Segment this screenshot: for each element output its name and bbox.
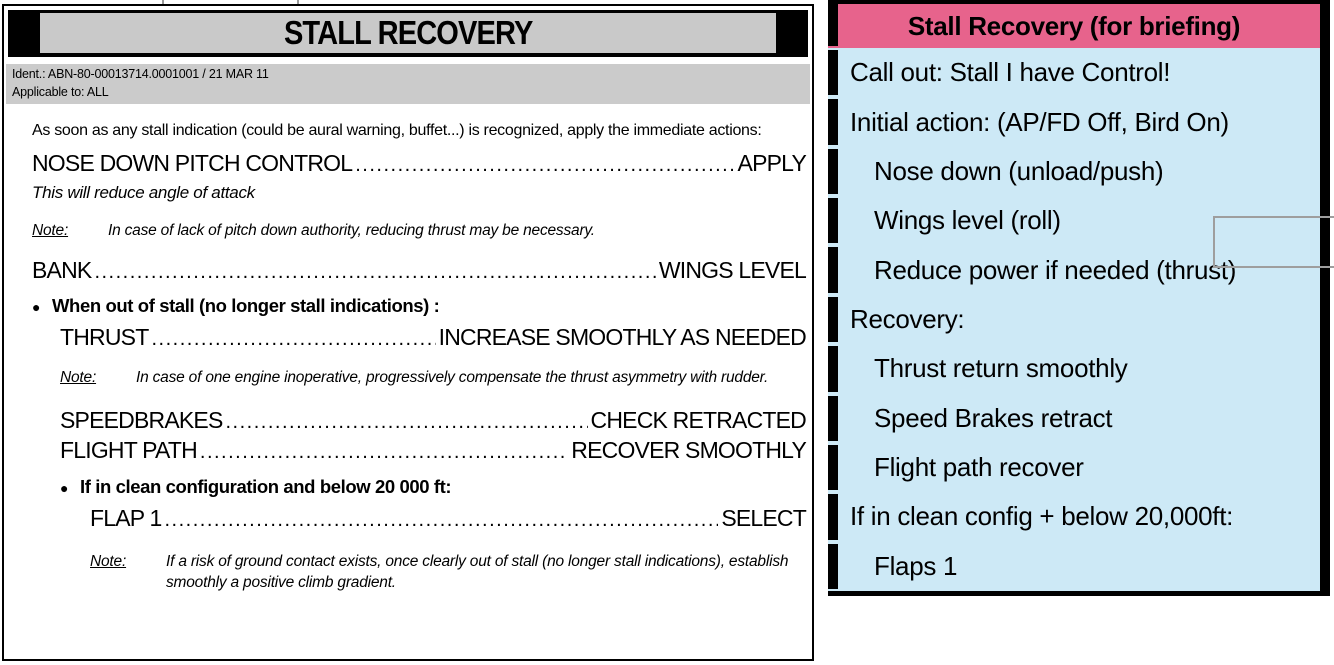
briefing-card: Stall Recovery (for briefing) Call out: … xyxy=(828,0,1330,596)
action-nose-down: NOSE DOWN PITCH CONTROL APPLY xyxy=(32,150,807,178)
ident-band: Ident.: ABN-80-00013714.0001001 / 21 MAR… xyxy=(6,64,810,104)
briefing-card-title: Stall Recovery (for briefing) xyxy=(828,4,1320,48)
qrh-procedure-page: STALL RECOVERY Ident.: ABN-80-00013714.0… xyxy=(2,4,814,661)
ruler-tick xyxy=(162,0,164,5)
procedure-title: STALL RECOVERY xyxy=(283,14,533,51)
annotation-rectangle[interactable] xyxy=(1213,216,1334,268)
procedure-title-band: STALL RECOVERY xyxy=(8,10,808,57)
action-label: BANK xyxy=(32,257,92,284)
bullet-clean-configuration: ● If in clean configuration and below 20… xyxy=(60,476,806,498)
comment-line: This will reduce angle of attack xyxy=(32,182,255,202)
note-pitch-authority: Note: In case of lack of pitch down auth… xyxy=(32,220,806,241)
procedure-body: As soon as any stall indication (could b… xyxy=(4,104,812,593)
dot-leader xyxy=(226,407,588,435)
action-value: APPLY xyxy=(737,150,807,177)
bullet-text: When out of stall (no longer stall indic… xyxy=(52,294,440,316)
briefing-row-recovery: Recovery: xyxy=(828,295,1320,344)
briefing-row-clean-config: If in clean config + below 20,000ft: xyxy=(828,492,1320,541)
note-text: In case of lack of pitch down authority,… xyxy=(108,221,595,239)
bullet-icon: ● xyxy=(32,298,41,315)
action-label: FLAP 1 xyxy=(90,504,162,531)
note-label: Note: xyxy=(32,221,69,239)
action-value: RECOVER SMOOTHLY xyxy=(571,437,807,464)
note-text: In case of one engine inoperative, progr… xyxy=(136,369,769,387)
briefing-row-flaps-1: Flaps 1 xyxy=(828,542,1320,591)
action-value: INCREASE SMOOTHLY AS NEEDED xyxy=(438,323,807,350)
briefing-row-flight-path: Flight path recover xyxy=(828,443,1320,492)
action-speedbrakes: SPEEDBRAKES CHECK RETRACTED xyxy=(60,406,807,435)
applicable-line: Applicable to: ALL xyxy=(12,84,109,99)
bullet-when-out-of-stall: ● When out of stall (no longer stall ind… xyxy=(32,295,806,317)
action-value: WINGS LEVEL xyxy=(658,257,807,284)
briefing-row-call-out: Call out: Stall I have Control! xyxy=(828,48,1320,97)
dot-leader xyxy=(151,324,435,352)
procedure-title-box: STALL RECOVERY xyxy=(40,13,776,53)
action-thrust: THRUST INCREASE SMOOTHLY AS NEEDED xyxy=(60,323,807,352)
briefing-row-initial-action: Initial action: (AP/FD Off, Bird On) xyxy=(828,97,1320,146)
briefing-row-wings-level: Wings level (roll) xyxy=(828,196,1320,245)
action-label: SPEEDBRAKES xyxy=(60,406,223,433)
action-flap-1: FLAP 1 SELECT xyxy=(90,504,807,533)
briefing-row-nose-down: Nose down (unload/push) xyxy=(828,147,1320,196)
action-label: THRUST xyxy=(60,323,149,350)
ruler-tick xyxy=(297,0,299,5)
briefing-row-thrust-return: Thrust return smoothly xyxy=(828,344,1320,393)
action-flight-path: FLIGHT PATH RECOVER SMOOTHLY xyxy=(60,437,807,465)
note-ground-contact: Note: If a risk of ground contact exists… xyxy=(90,551,806,594)
briefing-row-reduce-power: Reduce power if needed (thrust) xyxy=(828,245,1320,294)
action-value: CHECK RETRACTED xyxy=(590,406,807,433)
note-label: Note: xyxy=(60,369,97,387)
note-engine-inoperative: Note: In case of one engine inoperative,… xyxy=(60,367,806,388)
bullet-icon: ● xyxy=(60,479,69,496)
dot-leader xyxy=(94,257,655,285)
action-bank: BANK WINGS LEVEL xyxy=(32,257,807,285)
bullet-text: If in clean configuration and below 20 0… xyxy=(80,475,452,497)
ident-line: Ident.: ABN-80-00013714.0001001 / 21 MAR… xyxy=(12,67,269,81)
briefing-row-speed-brakes: Speed Brakes retract xyxy=(828,394,1320,443)
action-label: NOSE DOWN PITCH CONTROL xyxy=(32,150,353,177)
dot-leader xyxy=(355,150,734,178)
note-label: Note: xyxy=(90,552,127,570)
note-text: If a risk of ground contact exists, once… xyxy=(166,552,789,591)
dot-leader xyxy=(165,505,719,533)
action-label: FLIGHT PATH xyxy=(60,437,198,464)
action-value: SELECT xyxy=(721,504,806,531)
intro-paragraph: As soon as any stall indication (could b… xyxy=(32,122,762,139)
dot-leader xyxy=(200,437,568,465)
